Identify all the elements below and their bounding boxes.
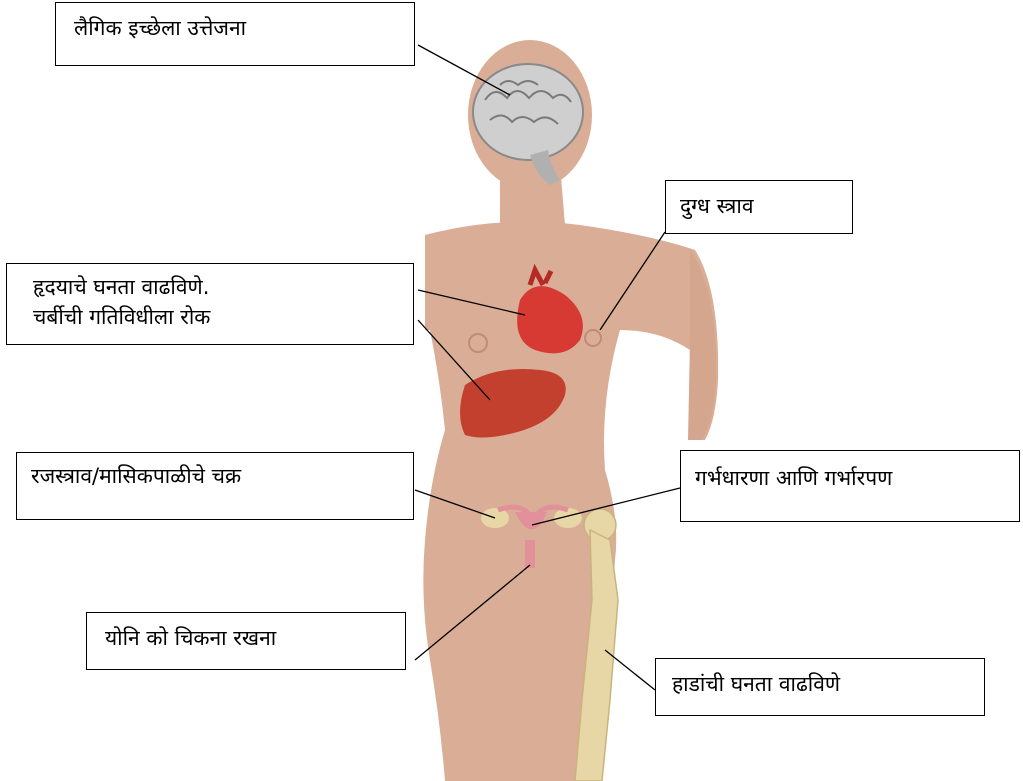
label-heart-line1: हृदयाचे घनता वाढविणे. (33, 272, 399, 302)
label-brain-text: लैगिक इच्छेला उत्तेजना (74, 13, 396, 43)
label-heart: हृदयाचे घनता वाढविणे. चर्बीची गतिविधीला … (6, 263, 414, 345)
label-vagina-text: योनि को चिकना रखना (105, 623, 387, 653)
label-breast: दुग्ध स्त्राव (665, 180, 853, 234)
label-brain: लैगिक इच्छेला उत्तेजना (55, 2, 415, 66)
label-vagina: योनि को चिकना रखना (86, 612, 406, 670)
label-bone-text: हाडांची घनता वाढविणे (672, 669, 968, 699)
label-heart-line2: चर्बीची गतिविधीला रोक (33, 302, 399, 332)
label-pregnancy-text: गर्भधारणा आणि गर्भारपण (695, 463, 1005, 493)
label-menstruation: रजस्त्राव/मासिकपाळीचे चक्र (16, 452, 414, 520)
label-bone: हाडांची घनता वाढविणे (655, 658, 985, 716)
label-pregnancy: गर्भधारणा आणि गर्भारपण (680, 450, 1020, 522)
right-arm (688, 250, 716, 440)
label-breast-text: दुग्ध स्त्राव (680, 191, 838, 221)
label-menstruation-text: रजस्त्राव/मासिकपाळीचे चक्र (31, 461, 399, 491)
